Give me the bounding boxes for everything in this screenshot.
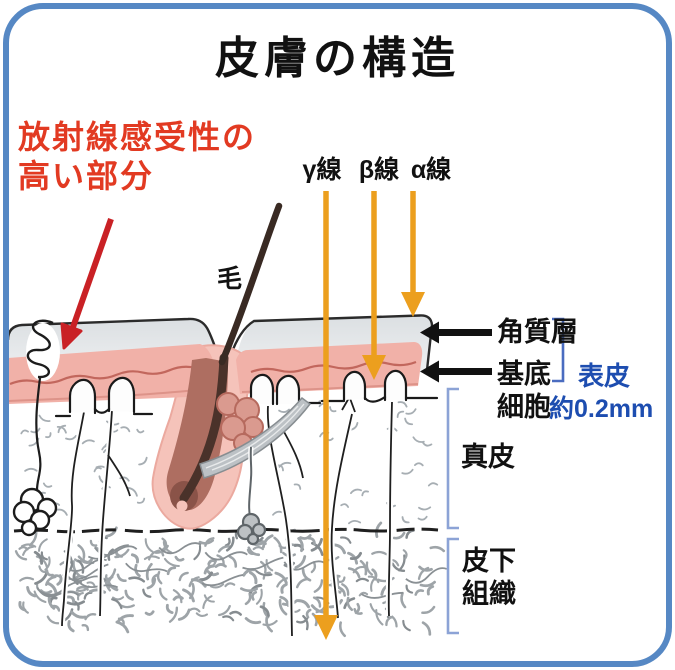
stratum-corneum-label: 角質層 xyxy=(497,317,578,347)
callout-line1: 放射線感受性の xyxy=(18,119,257,155)
subcutis-bracket xyxy=(446,537,459,635)
sweat-gland xyxy=(12,487,58,537)
subcutis-label-line1: 皮下 xyxy=(462,546,516,576)
subcutis-label-line2: 組織 xyxy=(462,579,516,609)
dermis-subcutis-boundary xyxy=(13,527,439,534)
ray-label-gamma: γ線 xyxy=(302,156,342,184)
callout-line2: 高い部分 xyxy=(18,158,155,194)
basal-label-line1: 基底 xyxy=(497,359,551,389)
basal-cells-label: 基底 細胞 xyxy=(497,358,551,424)
dermal-papilla-of-hair xyxy=(176,500,188,512)
gamma-ray-arrow xyxy=(314,191,338,640)
epidermis-bracket xyxy=(552,317,565,383)
stratum-corneum-arrow xyxy=(420,321,492,344)
sweat-gland-2 xyxy=(236,446,267,546)
epidermis-label: 表皮 xyxy=(578,361,631,391)
radiation-pointer-arrow xyxy=(60,218,114,350)
sebaceous-gland xyxy=(216,392,264,453)
ray-label-beta: β線 xyxy=(358,156,400,184)
radiation-sensitivity-callout: 放射線感受性の 高い部分 xyxy=(18,118,256,196)
subcutis-texture xyxy=(14,521,448,638)
basal-label-line2: 細胞 xyxy=(497,392,551,422)
epidermis-thickness-label: 約0.2mm xyxy=(549,395,654,423)
subcutis-label: 皮下 組織 xyxy=(462,545,516,611)
ray-arrows xyxy=(314,191,425,640)
page-title: 皮膚の構造 xyxy=(215,34,460,83)
sweat-duct-mask xyxy=(26,323,60,381)
layer-pointer-arrows xyxy=(420,321,492,383)
hair-shaft xyxy=(218,202,283,366)
beta-ray-arrow xyxy=(362,191,386,380)
sweat-gland-apparatus xyxy=(12,319,60,537)
hair-label: 毛 xyxy=(217,265,243,293)
ray-label-alpha: α線 xyxy=(410,156,452,184)
alpha-ray-arrow xyxy=(401,191,425,317)
dermis-bracket xyxy=(446,387,459,530)
arrector-pili-muscle xyxy=(199,396,312,479)
sweat-duct-spiral xyxy=(26,319,54,379)
dermis-label: 真皮 xyxy=(461,442,515,472)
sweat-duct xyxy=(35,377,42,491)
dermal-papillae xyxy=(54,369,439,418)
basal-cells-arrow xyxy=(420,360,492,383)
